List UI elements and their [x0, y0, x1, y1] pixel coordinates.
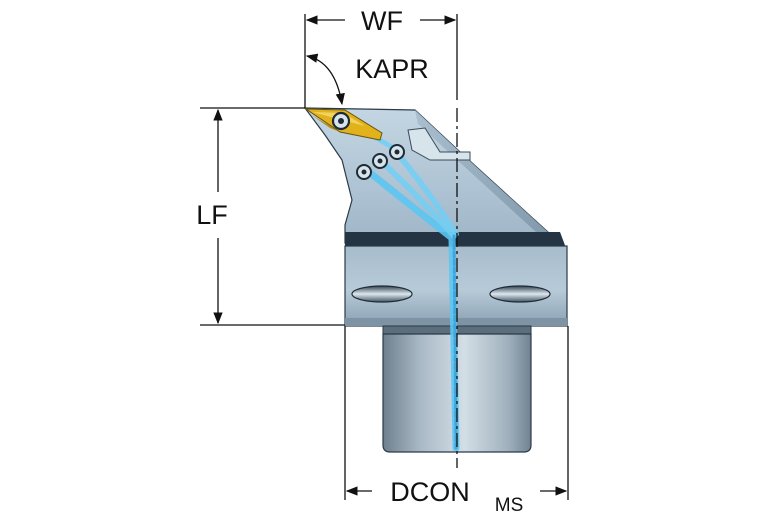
dcon-label: DCON	[390, 477, 470, 507]
cutting-insert	[304, 108, 383, 141]
right-slot	[489, 285, 551, 303]
dcon-subscript-label: MS	[495, 495, 524, 516]
wf-label: WF	[361, 6, 403, 36]
tool-body	[303, 107, 568, 453]
coolant-channels	[342, 117, 460, 452]
kapr-label: KAPR	[355, 54, 429, 84]
coolant-channel-core	[452, 234, 458, 450]
kapr-arc	[305, 53, 345, 106]
coolant-channel-3	[393, 149, 459, 237]
left-slot	[351, 285, 413, 303]
coolant-channel-2	[375, 155, 457, 239]
lf-label: LF	[196, 200, 228, 230]
coolant-channel-1	[360, 164, 460, 452]
coolant-nozzles	[356, 144, 405, 180]
tool-head-step	[407, 127, 471, 161]
dimension-labels: WF KAPR LF DCON MS	[196, 6, 523, 516]
insert-shadow	[310, 114, 340, 132]
insert-screw-center	[338, 118, 344, 124]
dimension-lines	[200, 14, 569, 500]
